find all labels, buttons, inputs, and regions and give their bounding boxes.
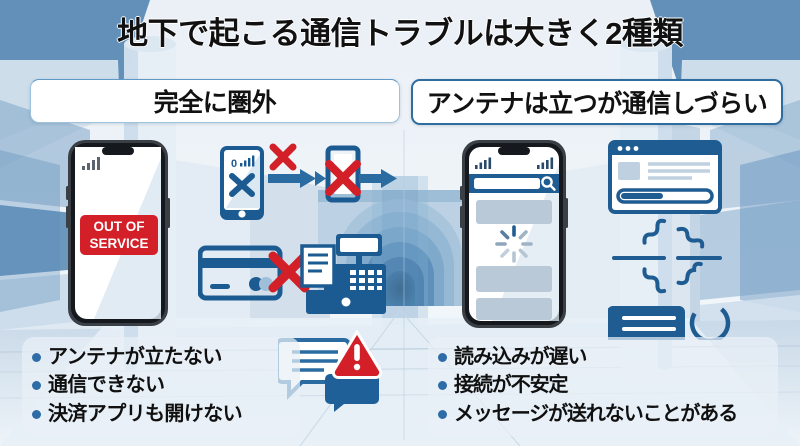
- content-placeholder-1: [476, 200, 552, 224]
- out-of-service-phone: OUT OF SERVICE: [66, 140, 170, 326]
- page-title: 地下で起こる通信トラブルは大きく2種類: [117, 16, 683, 51]
- bullet-dot-icon: [438, 409, 447, 419]
- bullet-dot-icon: [438, 352, 447, 362]
- red-cross-icon-3: [268, 251, 310, 293]
- signal-bars-left-icon: [475, 157, 492, 169]
- content-placeholder-2: [476, 266, 552, 292]
- left-panel-heading-text: 完全に圏外: [153, 89, 277, 117]
- list-item: 読み込みが遅い: [438, 343, 768, 371]
- bullet-text: アンテナが立たない: [48, 345, 222, 368]
- list-item: 決済アプリも開けない: [32, 400, 290, 428]
- arrow-right-icon-3: [359, 169, 397, 188]
- broken-signal-icon: [612, 218, 722, 294]
- left-panel-heading-box: 完全に圏外: [30, 79, 400, 123]
- list-item: メッセージが送れないことがある: [438, 400, 768, 428]
- right-bullet-list: 読み込みが遅い 接続が不安定 メッセージが送れないことがある: [428, 336, 778, 436]
- arrow-right-icon-1: [268, 169, 316, 188]
- right-panel-heading-text: アンテナは立つが通信しづらい: [426, 90, 768, 118]
- red-cross-icon-1: [269, 143, 297, 171]
- list-item: アンテナが立たない: [32, 343, 290, 371]
- bullet-dot-icon: [32, 409, 41, 419]
- bullet-text: 通信できない: [48, 374, 165, 397]
- arrow-right-icon-2: [315, 171, 326, 186]
- loading-phone: [460, 140, 568, 328]
- warning-triangle-icon: [331, 330, 383, 379]
- signal-bars-right-icon: [537, 157, 554, 169]
- loading-ring-icon: [689, 302, 731, 340]
- loading-spinner-icon: [495, 225, 533, 263]
- left-bullet-list: アンテナが立たない 通信できない 決済アプリも開けない: [22, 336, 300, 436]
- browser-window-progress-icon: [608, 140, 722, 214]
- bullet-text: メッセージが送れないことがある: [454, 402, 738, 425]
- bullet-text: 接続が不安定: [454, 374, 569, 397]
- content-placeholder-3: [476, 298, 552, 320]
- search-input: [474, 178, 540, 189]
- signal-bars-icon: [82, 157, 100, 170]
- list-item: 通信できない: [32, 371, 290, 399]
- bullet-dot-icon: [32, 352, 41, 362]
- red-cross-icon-2: [325, 160, 361, 196]
- phone-no-signal-icon: 0: [220, 146, 264, 220]
- bullet-dot-icon: [32, 381, 41, 391]
- right-failure-icon-cluster: [608, 140, 731, 340]
- chat-bubble-filled: [325, 374, 379, 412]
- bullet-text: 決済アプリも開けない: [48, 402, 243, 425]
- out-of-service-line1: OUT OF: [94, 219, 145, 234]
- zero-signal-label: 0: [231, 158, 237, 170]
- right-panel-heading-box: アンテナは立つが通信しづらい: [411, 79, 783, 125]
- bullet-dot-icon: [438, 381, 447, 391]
- bullet-text: 読み込みが遅い: [454, 345, 587, 368]
- chat-bubble-loading-icon: [608, 302, 731, 340]
- search-icon: [541, 176, 556, 191]
- credit-card-icon: [198, 245, 283, 301]
- progress-bar-fill: [621, 193, 663, 199]
- cash-register-icon: [300, 234, 386, 314]
- out-of-service-line2: SERVICE: [89, 236, 148, 251]
- left-failure-icon-cluster: 0: [198, 143, 397, 314]
- thumbnail-placeholder: [618, 162, 640, 180]
- list-item: 接続が不安定: [438, 371, 768, 399]
